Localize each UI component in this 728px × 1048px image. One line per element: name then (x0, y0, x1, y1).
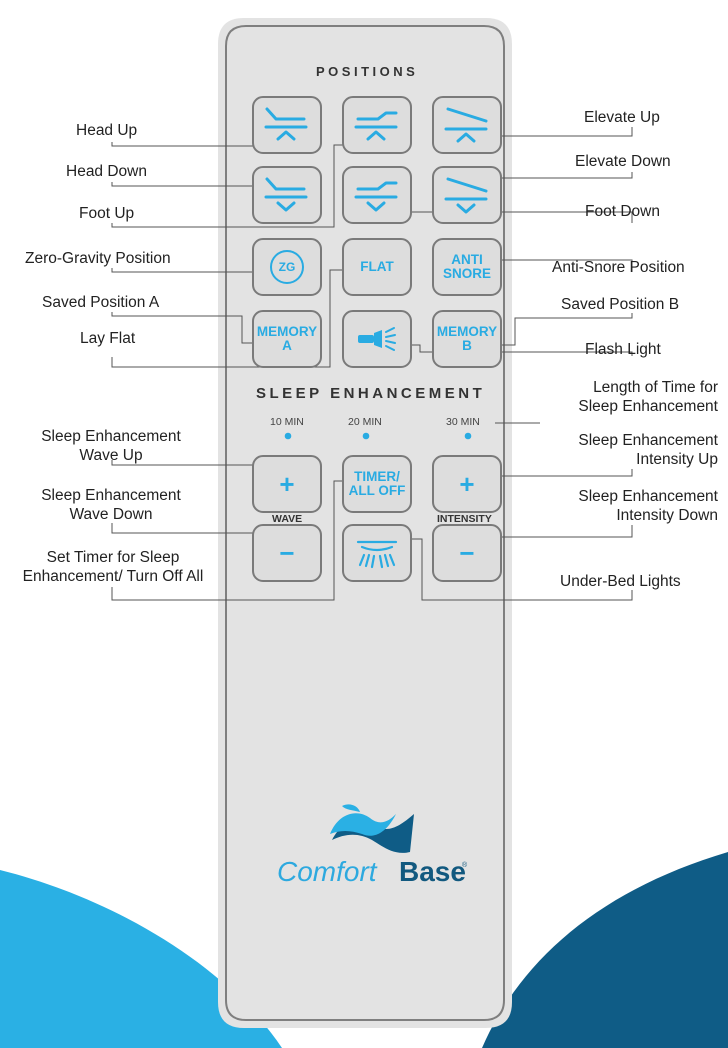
brand-name-bold: Base (399, 856, 466, 887)
label-foot-down: Foot Down (585, 203, 660, 220)
leader-anti-snore (486, 259, 633, 272)
head-up-icon (264, 107, 308, 141)
leader-elevate-up (486, 127, 633, 137)
flat-label: FLAT (360, 259, 394, 274)
left-blue-swoosh (0, 870, 282, 1048)
leader-zero-gravity (111, 268, 272, 273)
indicator-20-min (362, 432, 370, 440)
label-intensity-up: Sleep Enhancement Intensity Up (578, 432, 718, 468)
right-blue-swoosh (482, 852, 728, 1048)
head-down-button[interactable] (252, 166, 322, 224)
label-flash-light: Flash Light (585, 341, 661, 358)
positions-heading: POSITIONS (316, 64, 419, 79)
label-elevate-up: Elevate Up (584, 109, 660, 126)
minus-icon: − (459, 538, 475, 568)
plus-icon: + (279, 469, 295, 499)
wave-label: WAVE (272, 513, 303, 525)
leader-wave-down (111, 523, 262, 534)
under-bed-light-icon (356, 540, 398, 569)
label-length-of-time: Length of Time for Sleep Enhancement (578, 379, 718, 415)
remote-body-inner-outline (225, 25, 505, 1021)
leader-foot-up (111, 144, 352, 228)
foot-down-icon (354, 181, 398, 212)
label-foot-up: Foot Up (79, 205, 135, 222)
sleep-enhancement-heading: SLEEP ENHANCEMENT (256, 385, 486, 402)
leader-lines (111, 127, 633, 601)
indicator-10-min (284, 432, 292, 440)
elevate-up-icon (444, 107, 488, 143)
minus-icon: − (279, 538, 295, 568)
registered-mark: ® (462, 862, 468, 869)
leader-set-timer (111, 480, 348, 601)
head-down-icon (264, 177, 308, 212)
flashlight-button[interactable] (342, 310, 412, 368)
label-lay-flat: Lay Flat (80, 330, 136, 347)
flashlight-icon (358, 327, 396, 351)
intensity-down-button[interactable]: − (432, 524, 502, 582)
elevate-down-icon (444, 177, 488, 214)
leader-under-bed (402, 538, 633, 601)
label-elevate-down: Elevate Down (575, 153, 671, 170)
leader-flash-light (400, 344, 633, 356)
plus-icon: + (459, 469, 475, 499)
label-under-bed-lights: Under-Bed Lights (560, 573, 681, 590)
label-wave-down: Sleep Enhancement Wave Down (41, 487, 181, 523)
intensity-label: INTENSITY (437, 513, 492, 525)
timer-10-min-label: 10 MIN (270, 416, 304, 428)
label-set-timer: Set Timer for Sleep Enhancement/ Turn Of… (22, 549, 204, 585)
flat-button[interactable]: FLAT (342, 238, 412, 296)
leader-intensity-down (486, 525, 633, 538)
leader-head-up (111, 142, 265, 147)
zero-gravity-button[interactable]: ZG (252, 238, 322, 296)
label-head-down: Head Down (66, 163, 147, 180)
wave-down-button[interactable]: − (252, 524, 322, 582)
indicator-30-min (464, 432, 472, 440)
label-saved-position-a: Saved Position A (42, 294, 160, 311)
under-bed-light-button[interactable] (342, 524, 412, 582)
label-anti-snore: Anti-Snore Position (552, 259, 685, 276)
elevate-up-button[interactable] (432, 96, 502, 154)
wave-up-button[interactable]: + (252, 455, 322, 513)
head-up-button[interactable] (252, 96, 322, 154)
leader-lay-flat (111, 269, 348, 368)
label-zero-gravity: Zero-Gravity Position (25, 250, 171, 267)
label-head-up: Head Up (76, 122, 138, 139)
leader-intensity-up (486, 469, 633, 477)
elevate-down-button[interactable] (432, 166, 502, 224)
leader-head-down (111, 182, 262, 187)
timer-all-off-button[interactable]: TIMER/ALL OFF (342, 455, 412, 513)
foot-up-icon (354, 111, 398, 141)
label-intensity-down: Sleep Enhancement Intensity Down (578, 488, 718, 524)
timer-30-min-label: 30 MIN (446, 416, 480, 428)
timer-all-off-label: TIMER/ALL OFF (348, 469, 406, 498)
leader-elevate-down (486, 172, 633, 179)
zero-gravity-label: ZG (270, 250, 304, 284)
leader-saved-a (111, 312, 264, 344)
foot-down-button[interactable] (342, 166, 412, 224)
comfortbase-logo-mark (330, 804, 414, 853)
brand-name-light: Comfort (277, 856, 377, 887)
label-wave-up: Sleep Enhancement Wave Up (41, 428, 181, 464)
timer-20-min-label: 20 MIN (348, 416, 382, 428)
leader-saved-b (490, 313, 633, 346)
intensity-up-button[interactable]: + (432, 455, 502, 513)
label-saved-position-b: Saved Position B (561, 296, 680, 313)
foot-up-button[interactable] (342, 96, 412, 154)
